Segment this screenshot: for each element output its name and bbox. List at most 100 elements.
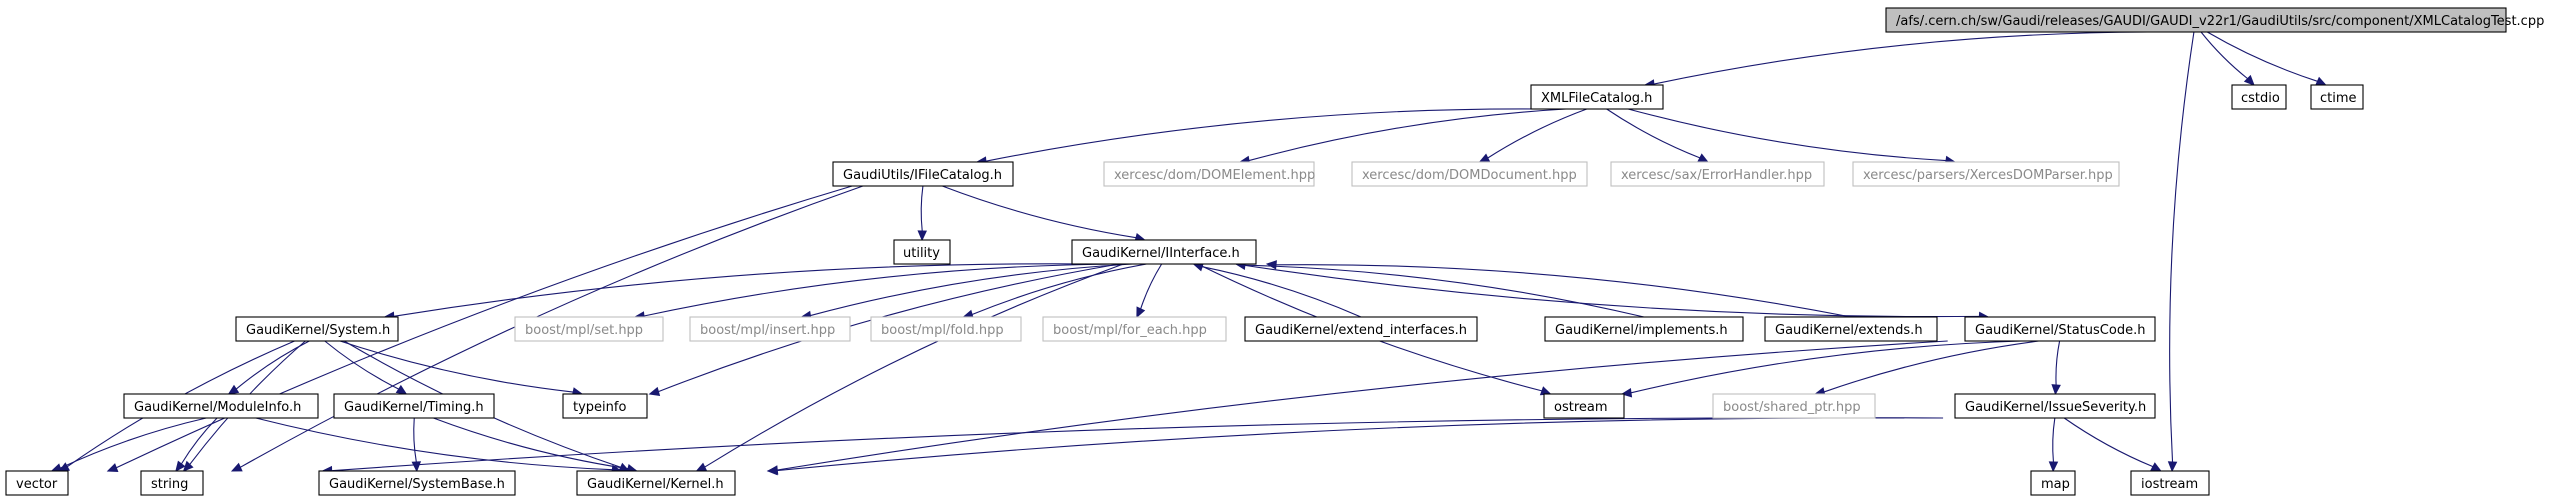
node-label-iinterface: GaudiKernel/IInterface.h [1082, 246, 1240, 261]
edge-ifilecatalog-to-vector [116, 185, 853, 469]
edge-ifilecatalog-to-utility [920, 185, 924, 232]
node-label-moduleinfo: GaudiKernel/ModuleInfo.h [134, 400, 301, 415]
node-typeinfo[interactable]: typeinfo [562, 393, 648, 419]
arrowhead-ifilecatalog-to-string [230, 462, 243, 472]
arrowhead-xmlfilecatalog-to-errorhandler [1697, 153, 1709, 163]
node-extends[interactable]: GaudiKernel/extends.h [1764, 316, 1938, 342]
node-xercesdomparser[interactable]: xercesc/parsers/XercesDOMParser.hpp [1852, 161, 2120, 187]
node-label-extendinterfaces: GaudiKernel/extend_interfaces.h [1255, 323, 1467, 338]
edge-iinterface-to-mplinsert [810, 263, 1133, 317]
node-mplfold[interactable]: boost/mpl/fold.hpp [870, 316, 1022, 342]
node-vector[interactable]: vector [5, 470, 69, 496]
node-sharedptr[interactable]: boost/shared_ptr.hpp [1712, 393, 1876, 419]
node-errorhandler[interactable]: xercesc/sax/ErrorHandler.hpp [1610, 161, 1825, 187]
node-string[interactable]: string [140, 470, 204, 496]
node-moduleinfo[interactable]: GaudiKernel/ModuleInfo.h [123, 393, 319, 419]
edge-timing-to-kernel [433, 417, 629, 470]
node-label-map: map [2041, 477, 2070, 492]
edge-iinterface-to-mplset [643, 263, 1119, 317]
node-map[interactable]: map [2030, 470, 2076, 496]
edge-issueseverity-to-iostream [2063, 417, 2154, 468]
edge-statuscode-to-kernel [777, 340, 1948, 471]
node-utility[interactable]: utility [893, 239, 951, 265]
edge-xmlfilecatalog-to-domdocument [1487, 108, 1587, 159]
edge-moduleinfo-to-kernel [255, 417, 613, 471]
edge-iinterface-to-kernel [704, 263, 1124, 468]
edge-moduleinfo-to-vector [60, 417, 207, 469]
arrowhead-timing-to-systembase [411, 461, 422, 473]
node-label-root: /afs/.cern.ch/sw/Gaudi/releases/GAUDI/GA… [1896, 14, 2544, 29]
edge-root-to-iostream [2169, 31, 2195, 463]
node-kernel[interactable]: GaudiKernel/Kernel.h [576, 470, 736, 496]
edge-moduleinfo-to-string [180, 417, 218, 465]
arrowhead-moduleinfo-to-string [175, 460, 186, 472]
node-label-iostream: iostream [2141, 477, 2198, 492]
node-timing[interactable]: GaudiKernel/Timing.h [333, 393, 495, 419]
node-domelement[interactable]: xercesc/dom/DOMElement.hpp [1103, 161, 1315, 187]
arrowhead-system-to-timing [395, 384, 408, 395]
node-label-vector: vector [16, 477, 58, 492]
node-label-mplfold: boost/mpl/fold.hpp [881, 323, 1004, 338]
arrowhead-iinterface-to-kernel [695, 462, 708, 472]
node-systembase[interactable]: GaudiKernel/SystemBase.h [318, 470, 516, 496]
edge-root-to-ctime [2207, 31, 2318, 82]
node-label-sharedptr: boost/shared_ptr.hpp [1723, 400, 1861, 415]
node-ifilecatalog[interactable]: GaudiUtils/IFileCatalog.h [832, 161, 1014, 187]
node-mplset[interactable]: boost/mpl/set.hpp [514, 316, 664, 342]
arrowhead-root-to-iostream [2167, 461, 2178, 473]
node-extendinterfaces[interactable]: GaudiKernel/extend_interfaces.h [1244, 316, 1478, 342]
node-label-domelement: xercesc/dom/DOMElement.hpp [1114, 168, 1315, 183]
node-label-xmlfilecatalog: XMLFileCatalog.h [1541, 91, 1652, 106]
edge-implements-to-iinterface [1244, 264, 1645, 318]
edge-iinterface-to-typeinfo [658, 263, 1120, 393]
arrowhead-issueseverity-to-map [2048, 461, 2059, 473]
arrowhead-root-to-ctime [2315, 76, 2327, 86]
node-implements[interactable]: GaudiKernel/implements.h [1544, 316, 1744, 342]
arrowhead-statuscode-to-ostream [1620, 388, 1633, 398]
edge-iinterface-to-mplforeach [1140, 263, 1163, 310]
node-xmlfilecatalog[interactable]: XMLFileCatalog.h [1530, 84, 1664, 110]
node-label-utility: utility [903, 246, 940, 261]
edge-iinterface-to-system [393, 263, 1097, 317]
arrowhead-extends-to-iinterface [1265, 260, 1277, 270]
node-label-extends: GaudiKernel/extends.h [1775, 323, 1923, 338]
edge-xmlfilecatalog-to-xercesdomparser [1627, 108, 1947, 162]
node-label-statuscode: GaudiKernel/StatusCode.h [1975, 323, 2145, 338]
node-label-timing: GaudiKernel/Timing.h [344, 400, 484, 415]
edge-ifilecatalog-to-string [240, 185, 864, 468]
node-ostream[interactable]: ostream [1543, 393, 1625, 419]
node-mplforeach[interactable]: boost/mpl/for_each.hpp [1042, 316, 1227, 342]
arrowhead-ifilecatalog-to-utility [917, 230, 927, 242]
node-label-errorhandler: xercesc/sax/ErrorHandler.hpp [1621, 168, 1812, 183]
node-cstdio[interactable]: cstdio [2231, 84, 2287, 110]
edge-iinterface-to-mplfold [971, 263, 1147, 316]
node-system[interactable]: GaudiKernel/System.h [235, 316, 399, 342]
node-iostream[interactable]: iostream [2130, 470, 2210, 496]
node-label-ostream: ostream [1554, 400, 1608, 415]
edges-layer [50, 31, 2327, 476]
node-domdocument[interactable]: xercesc/dom/DOMDocument.hpp [1351, 161, 1588, 187]
node-statuscode[interactable]: GaudiKernel/StatusCode.h [1964, 316, 2156, 342]
node-label-kernel: GaudiKernel/Kernel.h [587, 477, 724, 492]
edge-system-to-timing [324, 340, 399, 390]
node-label-typeinfo: typeinfo [573, 400, 626, 415]
arrowhead-statuscode-to-issueseverity [2051, 384, 2061, 396]
node-issueseverity[interactable]: GaudiKernel/IssueSeverity.h [1954, 393, 2156, 419]
arrowhead-ifilecatalog-to-vector [106, 463, 119, 473]
node-iinterface[interactable]: GaudiKernel/IInterface.h [1071, 239, 1257, 265]
edge-xmlfilecatalog-to-domelement [1248, 108, 1566, 162]
edge-statuscode-to-ostream [1630, 340, 2022, 394]
arrowhead-root-to-cstdio [2243, 74, 2255, 86]
arrowhead-iinterface-to-typeinfo [648, 386, 661, 397]
node-root[interactable]: /afs/.cern.ch/sw/Gaudi/releases/GAUDI/GA… [1885, 7, 2544, 33]
edge-extendinterfaces-to-iinterface [1202, 266, 1362, 318]
node-ctime[interactable]: ctime [2310, 84, 2364, 110]
node-label-system: GaudiKernel/System.h [246, 323, 390, 338]
node-mplinsert[interactable]: boost/mpl/insert.hpp [689, 316, 851, 342]
node-label-issueseverity: GaudiKernel/IssueSeverity.h [1965, 400, 2146, 415]
arrowhead-xmlfilecatalog-to-domdocument [1478, 153, 1491, 163]
edge-root-to-xmlfilecatalog [1653, 31, 2149, 85]
edge-statuscode-to-issueseverity [2055, 340, 2061, 386]
nodes-layer: /afs/.cern.ch/sw/Gaudi/releases/GAUDI/GA… [5, 7, 2544, 496]
edge-xmlfilecatalog-to-ifilecatalog [985, 108, 1544, 162]
